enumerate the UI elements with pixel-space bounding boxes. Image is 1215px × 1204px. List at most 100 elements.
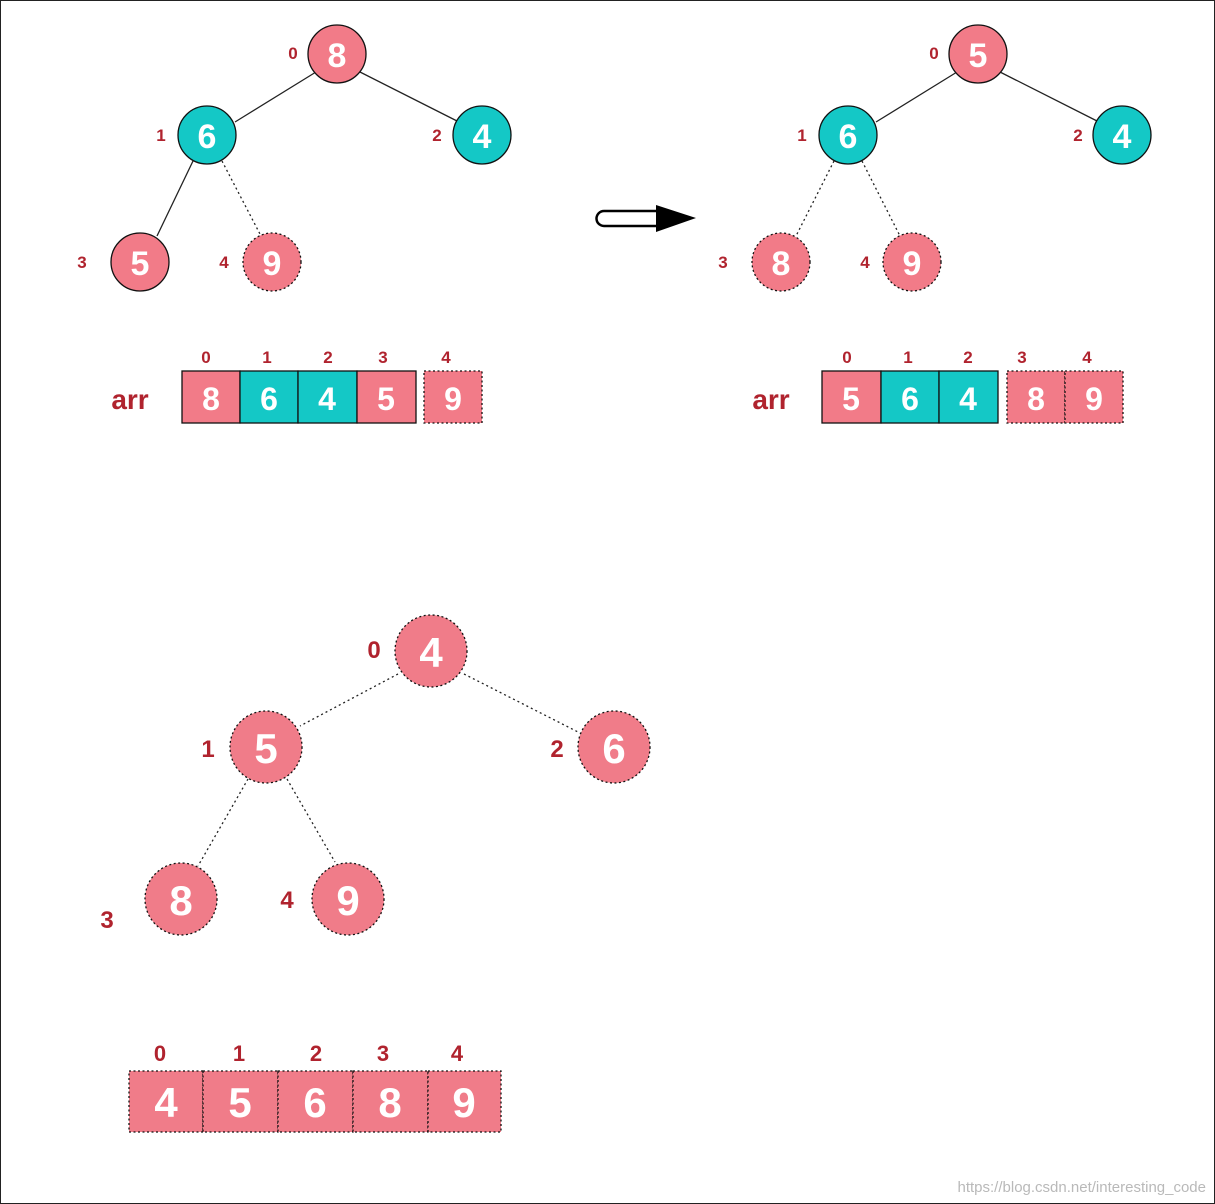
tree-node: 4 2	[1073, 105, 1152, 165]
array-label: arr	[111, 384, 148, 415]
array-cell: 4 2	[297, 348, 358, 424]
array-cell-value: 8	[378, 1079, 401, 1126]
array-cell-value: 6	[303, 1079, 326, 1126]
right-arrow-icon	[595, 205, 696, 232]
node-value: 4	[1113, 118, 1132, 156]
node-value: 6	[198, 118, 217, 156]
array-cell-index: 0	[201, 348, 210, 367]
tree-node: 5 1	[201, 710, 303, 784]
array-cell-box	[277, 1070, 354, 1133]
array-cell-index: 0	[154, 1041, 166, 1066]
node-circle	[452, 105, 512, 165]
node-value: 9	[336, 877, 359, 924]
array-cell: 6 2	[277, 1041, 354, 1133]
tree-node: 6 1	[156, 105, 237, 165]
tree-edge	[286, 778, 336, 863]
node-value: 8	[772, 245, 791, 283]
watermark: https://blog.csdn.net/interesting_code	[958, 1179, 1207, 1196]
node-value: 6	[602, 725, 625, 772]
array-cell-value: 9	[444, 381, 462, 417]
node-index: 3	[718, 253, 727, 272]
array-cell: 6 1	[880, 348, 940, 424]
node-circle	[177, 105, 237, 165]
tree-node: 5 0	[929, 24, 1008, 84]
node-index: 4	[280, 887, 294, 914]
tree-node: 4 2	[432, 105, 512, 165]
array-cell-index: 2	[310, 1041, 322, 1066]
node-circle	[307, 24, 367, 84]
tree-edge	[999, 71, 1100, 123]
array-cell-value: 9	[1085, 381, 1103, 417]
array-cell-index: 4	[1082, 348, 1092, 367]
node-circle	[311, 862, 385, 936]
array-cell-index: 1	[262, 348, 271, 367]
node-circle	[577, 710, 651, 784]
node-value: 9	[903, 245, 922, 283]
step1-tree: 8 0 6 1 4 2 5 3 9 4	[77, 24, 512, 292]
node-index: 4	[860, 253, 870, 272]
node-index: 1	[156, 126, 165, 145]
array-cell-value: 6	[260, 381, 278, 417]
array-cell-index: 1	[233, 1041, 245, 1066]
tree-node: 5 3	[77, 232, 170, 292]
node-circle	[948, 24, 1008, 84]
array-cell-index: 3	[1017, 348, 1026, 367]
array-cell-value: 4	[959, 381, 977, 417]
tree-edge	[359, 71, 460, 123]
array-cell-index: 0	[842, 348, 851, 367]
step2-tree: 5 0 6 1 4 2 8 3 9 4	[718, 24, 1152, 292]
tree-node: 9 4	[860, 232, 942, 292]
node-value: 6	[839, 118, 858, 156]
tree-edge	[234, 71, 317, 123]
array-cell: 6 1	[239, 348, 299, 424]
array-cell-value: 5	[377, 381, 395, 417]
array-cell: 9 4	[423, 348, 483, 424]
node-circle	[751, 232, 811, 292]
node-index: 1	[797, 126, 806, 145]
node-circle	[818, 105, 878, 165]
array-cell-index: 3	[377, 1041, 389, 1066]
node-index: 0	[929, 44, 938, 63]
tree-edge	[463, 673, 581, 734]
array-cell-box	[1064, 370, 1124, 424]
tree-edge	[795, 160, 835, 237]
step1-array: arr 8 0 6 1 4 2 5 3 9 4	[111, 348, 483, 424]
array-cell: 8 0	[181, 348, 241, 424]
array-cell-index: 4	[441, 348, 451, 367]
node-index: 3	[100, 907, 113, 934]
tree-node: 6 2	[550, 710, 651, 784]
array-cell-value: 6	[901, 381, 919, 417]
tree-edge	[299, 673, 399, 727]
array-cell: 9 4	[427, 1041, 502, 1133]
array-cell-index: 4	[451, 1041, 464, 1066]
array-cell-value: 4	[154, 1079, 178, 1126]
array-cell-box	[356, 370, 417, 424]
array-cell-value: 5	[842, 381, 860, 417]
tree-edge	[875, 71, 958, 123]
array-cell-index: 1	[903, 348, 912, 367]
node-index: 2	[432, 126, 441, 145]
array-cell-index: 2	[963, 348, 972, 367]
node-circle	[242, 232, 302, 292]
array-cell: 5 0	[821, 348, 882, 424]
node-value: 5	[254, 725, 277, 772]
node-value: 8	[328, 37, 347, 75]
array-cell-box	[423, 370, 483, 424]
array-cell-box	[427, 1070, 502, 1133]
array-cell: 5 3	[356, 348, 417, 424]
array-cell-box	[938, 370, 999, 424]
array-cell-box	[821, 370, 882, 424]
array-cell-box	[1006, 370, 1066, 424]
node-index: 4	[219, 253, 229, 272]
node-circle	[1092, 105, 1152, 165]
tree-node: 9 4	[219, 232, 302, 292]
array-label: arr	[752, 384, 789, 415]
array-cell-index: 3	[378, 348, 387, 367]
node-index: 2	[550, 736, 563, 763]
tree-node: 4 0	[367, 614, 468, 688]
array-cell: 9 4	[1064, 348, 1124, 424]
tree-node: 8 3	[100, 862, 218, 936]
tree-node: 6 1	[797, 105, 878, 165]
step2-array: arr 5 0 6 1 4 2 8 3 9 4	[752, 348, 1124, 424]
array-cell-box	[239, 370, 299, 424]
